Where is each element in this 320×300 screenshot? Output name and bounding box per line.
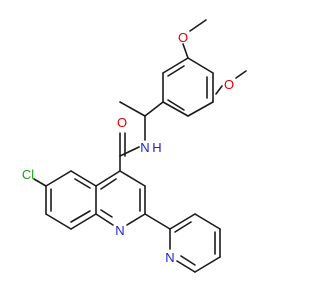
bond (74, 178, 91, 189)
bond (167, 99, 185, 111)
atom-label-h: H (152, 140, 161, 155)
molecule-canvas: O O N H O Cl N N (22, 19, 247, 273)
bond (187, 101, 214, 117)
bond (70, 213, 97, 230)
bond (144, 101, 164, 117)
bond (45, 213, 72, 230)
bond (70, 210, 91, 223)
atom-label-o-methoxy-right: O (224, 77, 234, 92)
bond (126, 213, 146, 226)
atom-label-carbonyl-o: O (117, 115, 127, 130)
bond (33, 178, 47, 187)
atom-label-pyridine-n: N (165, 250, 174, 265)
atom-label-o-methoxy-top: O (178, 30, 188, 45)
bond (180, 255, 196, 266)
atom-labels: O O N H O Cl N N (22, 30, 234, 265)
bond (162, 57, 189, 74)
bond (167, 65, 185, 77)
bond (215, 85, 223, 95)
bond (119, 146, 140, 157)
atom-label-nh: N (140, 140, 149, 155)
bond (187, 57, 214, 74)
bond (194, 256, 221, 273)
bond (194, 213, 221, 230)
bond (100, 209, 113, 218)
atom-label-chlorine: Cl (22, 167, 34, 182)
bond (176, 260, 196, 273)
bond (70, 170, 97, 187)
bond (45, 170, 72, 187)
atom-label-quinoline-n: N (115, 223, 124, 238)
bond (144, 213, 171, 230)
bond (182, 43, 189, 59)
molecule-structure: O O N H O Cl N N (22, 19, 247, 273)
bond (235, 70, 247, 79)
bond (100, 178, 117, 190)
bond (119, 101, 146, 117)
bond (95, 213, 114, 226)
bond (162, 101, 189, 117)
bond (119, 170, 146, 187)
bond (189, 19, 207, 32)
bond (95, 170, 121, 187)
bonds (33, 19, 247, 273)
bond (174, 221, 192, 233)
bond (169, 213, 196, 230)
